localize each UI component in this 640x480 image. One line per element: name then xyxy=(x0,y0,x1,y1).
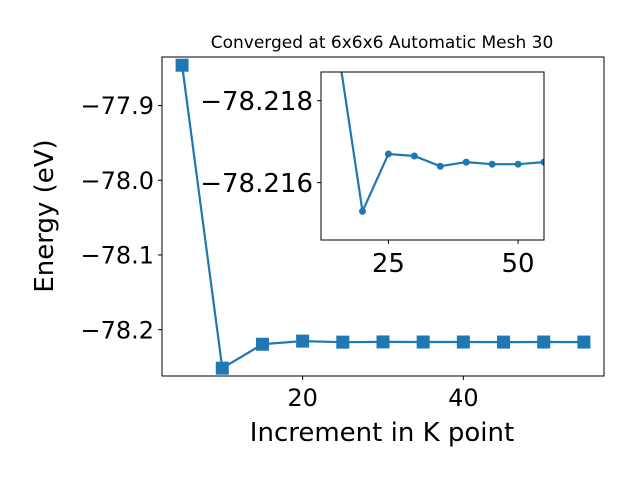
main-y-tick-label: −78.0 xyxy=(80,167,154,195)
x-axis-label: Increment in K point xyxy=(250,418,514,448)
main-data-point xyxy=(255,337,269,351)
main-frame xyxy=(161,56,605,377)
inset-data-point xyxy=(384,150,392,158)
inset-y-tick-label: −78.218 xyxy=(200,87,313,117)
main-y-tick-label: −77.9 xyxy=(80,92,154,120)
main-data-point xyxy=(336,335,350,349)
inset-data-point xyxy=(514,160,522,168)
main-x-tick-label: 20 xyxy=(287,384,318,412)
main-data-point xyxy=(215,361,229,375)
inset-data-point xyxy=(540,158,544,166)
main-data-point xyxy=(456,335,470,349)
main-y-tick-label: −78.2 xyxy=(80,316,154,344)
main-data-point xyxy=(376,335,390,349)
inset-y-tick-label: −78.216 xyxy=(200,169,313,199)
main-x-tick-label: 40 xyxy=(448,384,479,412)
main-data-point xyxy=(497,335,511,349)
inset-x-tick-label: 50 xyxy=(502,249,535,279)
inset-series-group xyxy=(340,72,544,216)
main-data-point xyxy=(296,334,310,348)
inset-x-tick-label: 25 xyxy=(372,249,405,279)
inset-data-point xyxy=(488,160,496,168)
inset-frame xyxy=(320,71,545,241)
inset-background xyxy=(321,72,544,240)
inset-data-point xyxy=(358,207,366,215)
inset-data-point xyxy=(410,152,418,160)
inset-plot: 25 50 −78.218 −78.216 xyxy=(200,71,545,279)
main-y-tick-label: −78.1 xyxy=(80,242,154,270)
main-data-point xyxy=(577,335,591,349)
inset-data-point xyxy=(462,158,470,166)
main-data-point xyxy=(416,335,430,349)
main-series-group xyxy=(175,58,591,375)
chart-title: Converged at 6x6x6 Automatic Mesh 30 xyxy=(211,33,554,53)
main-data-point xyxy=(537,335,551,349)
y-axis-label: Energy (eV) xyxy=(30,139,60,292)
main-data-point xyxy=(175,58,189,72)
inset-data-point xyxy=(436,162,444,170)
